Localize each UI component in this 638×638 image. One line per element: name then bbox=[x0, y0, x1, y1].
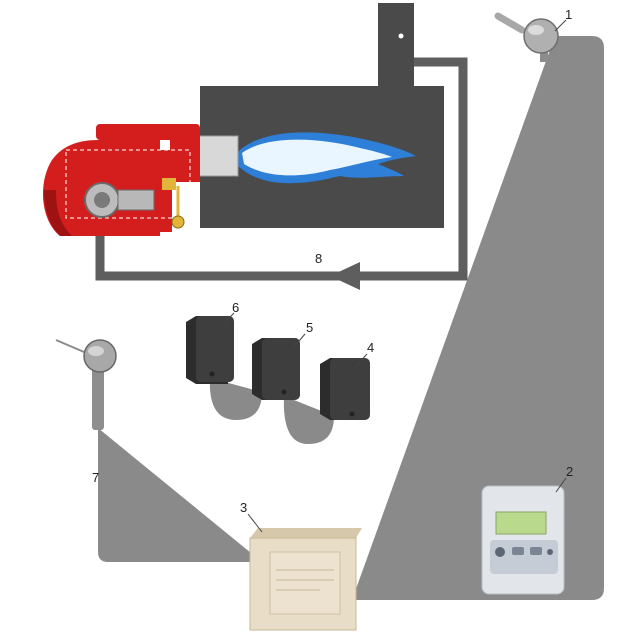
display-panel-2 bbox=[481, 485, 565, 595]
burner-fan-housing-shadow bbox=[44, 190, 72, 236]
burner-valve-knob bbox=[171, 215, 185, 229]
actuator-6 bbox=[186, 316, 234, 384]
flame-inner bbox=[242, 139, 392, 176]
label-2: 2 bbox=[566, 464, 573, 479]
label-7: 7 bbox=[92, 470, 99, 485]
label-4: 4 bbox=[367, 340, 374, 355]
wire-probe1-to-panel bbox=[352, 36, 604, 600]
label-8: 8 bbox=[315, 251, 322, 266]
burner-motor-side bbox=[117, 189, 155, 211]
probe-1 bbox=[494, 12, 559, 62]
label-6: 6 bbox=[232, 300, 239, 315]
controller-3 bbox=[249, 528, 362, 631]
label-1: 1 bbox=[565, 7, 572, 22]
burner-top-cover bbox=[96, 124, 200, 140]
signal-wiring bbox=[98, 36, 604, 600]
burner-motor-hub bbox=[94, 192, 110, 208]
flow-arrow-head bbox=[330, 262, 360, 290]
wire-actuator6-to-5 bbox=[209, 378, 262, 420]
probe1-connection-point bbox=[398, 33, 404, 39]
burner-dashed-outline bbox=[65, 149, 191, 219]
callout-leader-lines bbox=[223, 19, 567, 533]
actuator-4 bbox=[320, 358, 370, 420]
chimney bbox=[378, 3, 414, 93]
label-5: 5 bbox=[306, 320, 313, 335]
probe-7 bbox=[55, 339, 117, 430]
burner-blast-tube bbox=[195, 135, 239, 177]
wire-actuator5-to-4 bbox=[283, 396, 334, 444]
flame bbox=[238, 132, 416, 184]
actuator-5 bbox=[252, 338, 300, 400]
burner bbox=[42, 124, 239, 236]
label-3: 3 bbox=[240, 500, 247, 515]
flue-gas-return-duct bbox=[95, 57, 468, 281]
wire-probe7-to-controller bbox=[98, 428, 262, 562]
burner-linkage bbox=[162, 178, 176, 190]
burner-flange bbox=[170, 132, 200, 182]
